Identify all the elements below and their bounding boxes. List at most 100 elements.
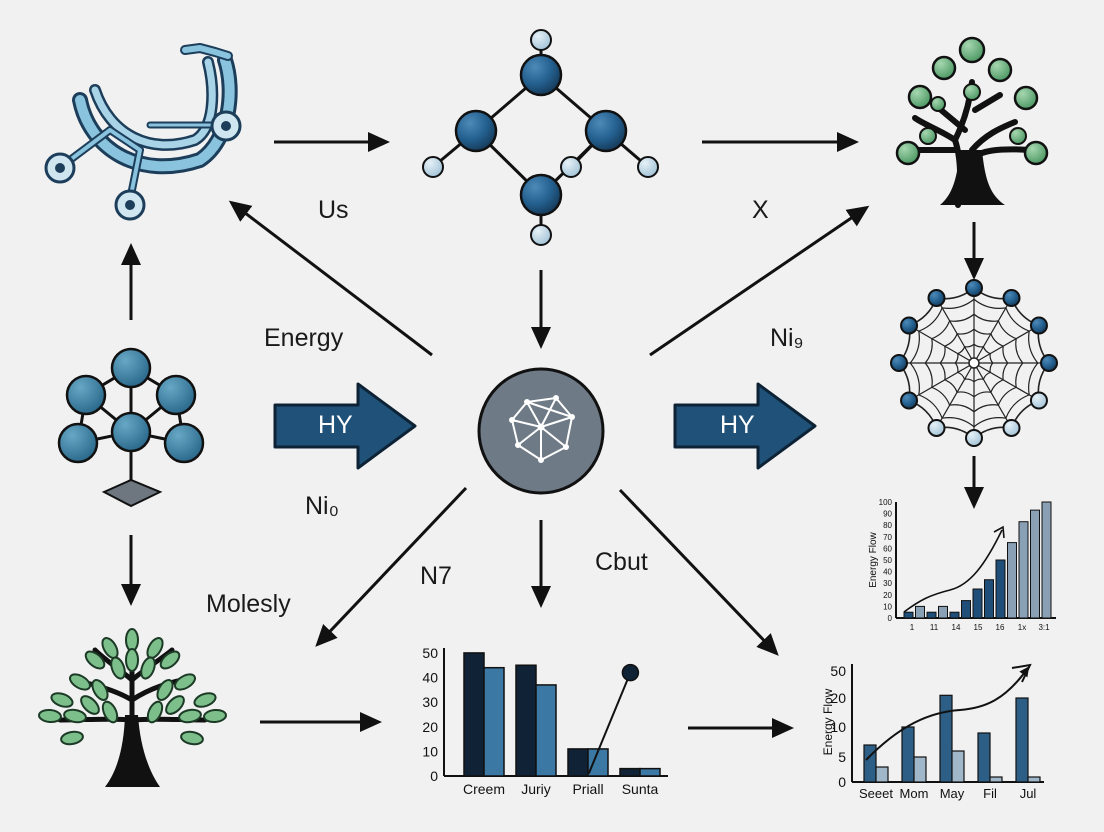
leaf: [159, 650, 181, 670]
web-node: [927, 418, 946, 437]
leaf: [91, 679, 109, 701]
bar: [972, 588, 983, 619]
web-spoke: [973, 362, 1040, 402]
bar: [989, 776, 1003, 783]
bar: [1030, 509, 1040, 619]
bar: [903, 611, 914, 619]
web-ring: [924, 313, 1024, 413]
bar: [939, 694, 953, 783]
y-tick-label: 10: [422, 743, 438, 759]
leaf: [125, 628, 139, 652]
bar: [913, 756, 927, 783]
label-us: Us: [318, 196, 349, 224]
tubular-vehicle-icon: [44, 43, 242, 221]
leaf: [203, 708, 227, 724]
y-tick-label: 60: [883, 544, 892, 553]
molecule-icon: [422, 29, 659, 246]
leaf: [80, 695, 100, 715]
leaf: [84, 650, 106, 670]
x-tick-label: Fil: [983, 786, 997, 801]
x-tick-label: Mom: [900, 786, 929, 801]
bar: [961, 600, 971, 619]
network-hub-icon: [477, 367, 605, 495]
y-tick-label: 70: [883, 533, 892, 542]
x-tick-label: 16: [996, 623, 1005, 632]
bar: [463, 652, 485, 777]
y-tick-label: 20: [830, 690, 846, 706]
leaf: [165, 695, 185, 715]
web-node: [1029, 391, 1048, 410]
y-axis-label: Energy Flow: [868, 531, 879, 587]
bar: [875, 766, 889, 783]
bar: [619, 767, 641, 777]
y-tick-label: 50: [422, 645, 438, 661]
label-molesly: Molesly: [206, 590, 291, 618]
web-spoke: [935, 297, 975, 364]
block-arrow-right: [673, 382, 817, 470]
trend-marker: [621, 663, 640, 682]
web-ring: [909, 298, 1039, 428]
bar: [938, 605, 948, 619]
web-node: [1040, 354, 1058, 372]
y-tick-label: 0: [430, 768, 438, 784]
trend-arrowhead: [993, 525, 1005, 539]
leaf: [125, 648, 139, 672]
arrow-hub-to-leafy-tree: [315, 486, 468, 647]
bar: [1007, 542, 1017, 619]
web-center-node: [968, 357, 980, 369]
y-tick-label: 10: [830, 719, 846, 735]
leaf: [50, 692, 74, 708]
web-spoke: [973, 324, 1040, 364]
web-spoke: [908, 324, 975, 364]
x-tick-label: Sunta: [622, 781, 659, 797]
y-tick-label: 100: [879, 498, 893, 507]
bar: [1018, 521, 1029, 619]
trend-line: [587, 672, 632, 774]
y-tick-label: 0: [838, 774, 846, 790]
web-ring: [939, 328, 1009, 398]
y-tick-label: 20: [883, 591, 892, 600]
arrow-hub-to-tree: [649, 205, 870, 357]
bar: [977, 732, 991, 783]
bar: [951, 750, 965, 783]
web-ring: [954, 343, 994, 383]
trend-arrowhead: [1011, 663, 1032, 683]
label-n7: N7: [420, 562, 452, 590]
y-tick-label: 50: [830, 663, 846, 679]
trend-line: [903, 529, 1003, 613]
y-tick-label: 0: [888, 614, 893, 623]
bar: [915, 605, 925, 619]
block-arrow-left-label: HY: [318, 411, 353, 439]
leaf: [38, 708, 62, 724]
web-spoke: [973, 362, 1013, 429]
x-tick-label: May: [940, 786, 965, 801]
y-tick-label: 80: [883, 521, 892, 530]
x-tick-label: 3:1: [1038, 623, 1050, 632]
spider-web-network-icon: [890, 279, 1058, 447]
label-x: X: [752, 196, 769, 224]
y-tick-label: 10: [883, 602, 892, 611]
label-ni0: Ni₀: [305, 492, 339, 520]
x-tick-label: 11: [930, 623, 939, 632]
x-tick-label: Jul: [1020, 786, 1037, 801]
leaf: [193, 692, 217, 708]
y-tick-label: 30: [422, 694, 438, 710]
y-axis-label: Energy Flow: [821, 688, 835, 755]
web-spoke: [908, 362, 975, 402]
web-node: [890, 354, 908, 372]
bar: [567, 748, 589, 777]
bar: [1041, 501, 1052, 619]
trend-line: [865, 666, 1030, 761]
bar: [984, 579, 994, 619]
arrow-hub-to-chart2: [618, 488, 779, 656]
bar: [483, 666, 505, 777]
web-spoke: [935, 362, 975, 429]
web-node: [1029, 316, 1048, 335]
bar: [1027, 776, 1041, 783]
leaf: [140, 656, 156, 680]
